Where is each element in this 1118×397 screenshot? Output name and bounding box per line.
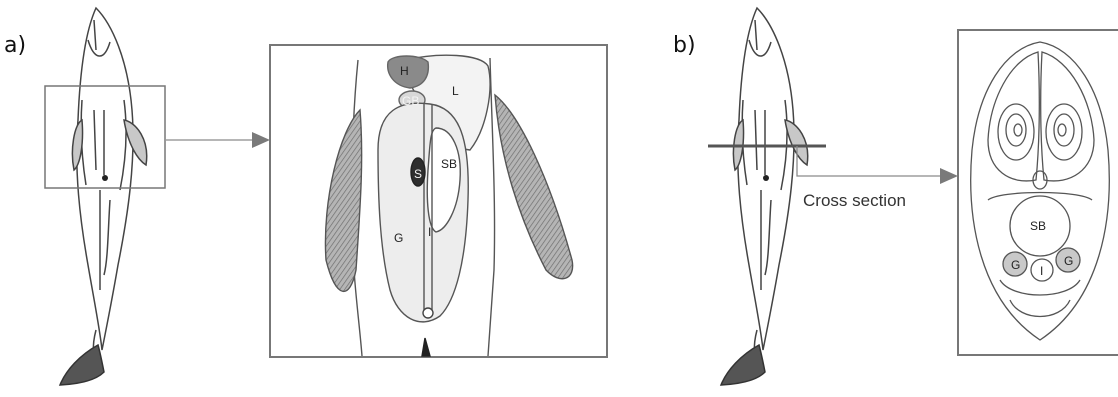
label-liver: L — [452, 84, 459, 98]
gonad-shape — [378, 103, 468, 322]
fish-a — [60, 8, 147, 385]
fish-b — [721, 8, 808, 385]
label-gonad: G — [394, 231, 403, 245]
label-b-intestine: I — [1040, 264, 1043, 278]
label-b-swim-bladder: SB — [1030, 219, 1046, 233]
panel-a-label: a) — [4, 33, 26, 58]
label-intestine: I — [428, 225, 431, 239]
label-swim-bladder: SB — [441, 157, 457, 171]
vent-a — [423, 308, 433, 318]
panel-b: b) Cross section — [673, 8, 1118, 385]
label-gall-bladder: GB — [402, 94, 419, 108]
panel-b-label: b) — [673, 33, 696, 58]
zoom-arrowhead-a — [252, 132, 270, 148]
fish-a-tail — [60, 345, 104, 385]
cut-arrowhead — [940, 168, 958, 184]
fish-b-tail — [721, 345, 765, 385]
cross-section-caption: Cross section — [803, 191, 906, 210]
zoom-box-a — [45, 86, 165, 188]
fish-a-left-fin — [72, 120, 82, 170]
fish-a-vent — [102, 175, 108, 181]
label-b-gonad-right: G — [1064, 254, 1073, 268]
label-b-gonad-left: G — [1011, 258, 1020, 272]
cut-connector — [797, 146, 940, 176]
fish-a-head-line — [88, 40, 110, 56]
fish-a-right-fin — [124, 120, 147, 165]
panel-a: a) — [4, 8, 607, 385]
label-stomach: S — [414, 167, 422, 181]
label-heart: H — [400, 64, 409, 78]
